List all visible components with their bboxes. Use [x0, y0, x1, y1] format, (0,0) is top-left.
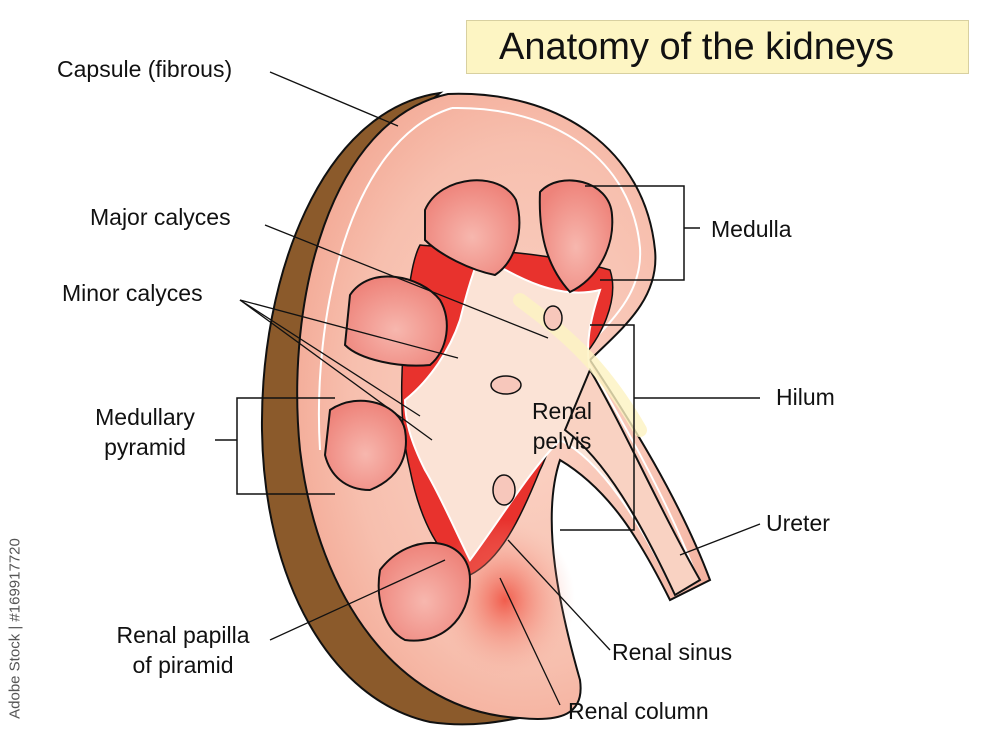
label-medulla: Medulla: [711, 216, 792, 242]
pyramid-bottom: [377, 541, 472, 642]
leader-renal-papilla: [269, 559, 446, 641]
pyramid-mid-upper: [343, 275, 448, 367]
pyramid-top-right: [538, 179, 614, 294]
label-renal-pelvis: Renal pelvis: [512, 396, 612, 456]
label-medullary-pyramid-line1: Medullary: [95, 404, 195, 430]
calyx-opening-3: [492, 474, 516, 506]
leader-capsule: [269, 71, 399, 127]
label-renal-pelvis-line2: pelvis: [532, 428, 592, 454]
label-renal-column: Renal column: [568, 698, 709, 724]
pelvis-highlight: [513, 293, 647, 437]
medullary-pyramid-bracket: [215, 397, 335, 495]
cortex-inner-outline: [317, 106, 695, 571]
label-renal-papilla-line1: Renal papilla: [116, 622, 250, 648]
label-renal-papilla-line2: of piramid: [132, 652, 234, 678]
pyramid-top-left: [424, 179, 521, 277]
leader-major-calyces: [264, 224, 549, 339]
label-renal-sinus: Renal sinus: [612, 639, 733, 665]
leader-renal-column: [499, 577, 561, 706]
leader-minor-calyces-b: [239, 299, 433, 441]
medulla-bracket: [585, 185, 700, 281]
pyramid-group: [323, 179, 614, 642]
leader-minor-calyces-a: [239, 299, 459, 359]
renal-pelvis-shape: [403, 253, 702, 597]
leader-ureter: [679, 523, 761, 556]
ureter-tube: [563, 367, 702, 597]
label-renal-papilla: Renal papilla of piramid: [98, 620, 268, 680]
label-major-calyces: Major calyces: [90, 204, 231, 230]
stock-watermark: Adobe Stock | #169917720: [2, 520, 26, 740]
label-medullary-pyramid-line2: pyramid: [104, 434, 186, 460]
label-renal-pelvis-line1: Renal: [531, 398, 593, 424]
stock-watermark-text: Adobe Stock | #169917720: [6, 538, 24, 719]
calyx-opening-2: [490, 375, 522, 395]
leader-lines: [239, 71, 761, 706]
label-ureter: Ureter: [766, 510, 830, 536]
label-capsule: Capsule (fibrous): [57, 56, 233, 82]
hilum-bracket: [560, 324, 760, 531]
pyramid-mid-lower: [323, 399, 407, 492]
diagram-title: Anatomy of the kidneys: [499, 26, 894, 68]
label-medullary-pyramid: Medullary pyramid: [90, 402, 200, 462]
label-hilum: Hilum: [776, 384, 835, 410]
calyx-opening-1: [543, 305, 563, 331]
label-minor-calyces: Minor calyces: [62, 280, 203, 306]
leader-renal-sinus: [507, 539, 611, 651]
title-box: Anatomy of the kidneys: [466, 20, 969, 74]
leader-minor-calyces-c: [239, 299, 421, 417]
